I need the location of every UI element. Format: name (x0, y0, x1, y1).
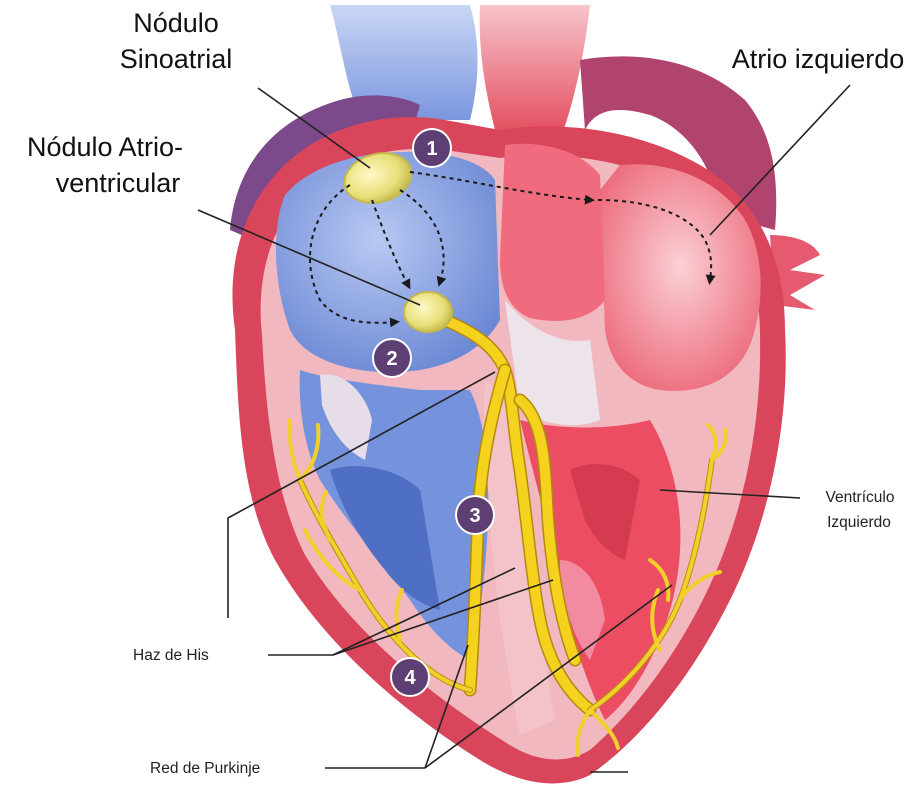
step-marker-1: 1 (413, 129, 451, 167)
label-left-ventricle-line2: Izquierdo (827, 514, 891, 531)
label-av-line2: ventricular (56, 168, 181, 198)
step-marker-3-label: 3 (469, 505, 480, 527)
label-sinoatrial-line2: Sinoatrial (120, 44, 233, 74)
label-left-atrium: Atrio izquierdo (732, 44, 905, 74)
label-purkinje: Red de Purkinje (150, 760, 260, 777)
step-marker-1-label: 1 (426, 138, 437, 160)
label-av-line1: Nódulo Atrio- (27, 132, 183, 162)
step-marker-2-label: 2 (386, 348, 397, 370)
atrioventricular-node (404, 292, 452, 332)
label-bundle-his: Haz de His (133, 647, 209, 664)
aorta-top (480, 5, 590, 140)
step-marker-2: 2 (373, 339, 411, 377)
aortic-root (500, 144, 605, 321)
step-marker-3: 3 (456, 496, 494, 534)
step-marker-4-label: 4 (404, 667, 416, 689)
label-sinoatrial-line1: Nódulo (133, 8, 219, 38)
label-left-ventricle-line1: Ventrículo (826, 489, 895, 506)
step-marker-4: 4 (391, 658, 429, 696)
